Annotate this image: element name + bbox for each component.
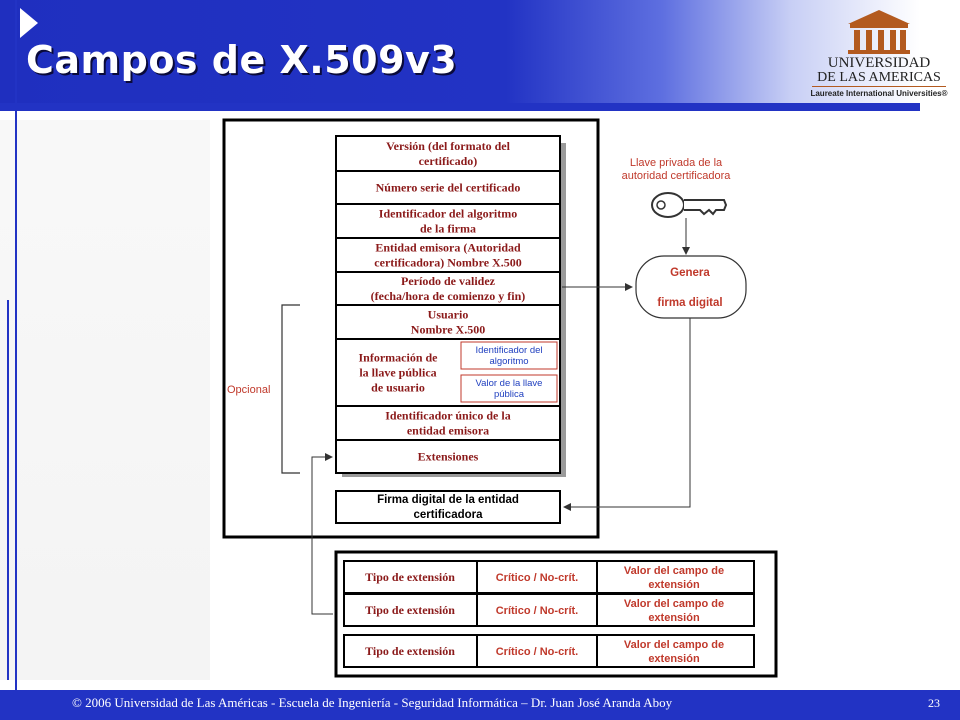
generate-signature-box — [635, 255, 747, 319]
logo-line-2: DE LAS AMERICAS — [817, 70, 941, 85]
signature-line-2: certificadora — [413, 509, 483, 521]
footer-text: © 2006 Universidad de Las Américas - Esc… — [72, 695, 673, 710]
cert-field-text: Versión (del formato del — [386, 139, 511, 153]
extension-row — [343, 634, 755, 668]
extension-criticality: Crítico / No-crít. — [496, 605, 579, 617]
cert-field-text: (fecha/hora de comienzo y fin) — [371, 289, 526, 303]
extension-value: Valor del campo de — [624, 565, 724, 577]
cert-field-box — [335, 439, 561, 474]
cert-field-text: certificado) — [419, 154, 478, 168]
extension-criticality: Crítico / No-crít. — [496, 646, 579, 658]
cert-field-text: Nombre X.500 — [411, 323, 485, 337]
public-key-subfield-text: pública — [494, 389, 525, 400]
signature-box — [335, 490, 561, 524]
generate-line-2: firma digital — [657, 297, 722, 309]
logo-line-3: Laureate International Universities® — [810, 89, 948, 98]
building-icon — [848, 10, 910, 54]
cert-field-box — [335, 405, 561, 441]
cert-field-text: Identificador del algoritmo — [379, 207, 517, 221]
left-vertical-rule — [15, 0, 17, 690]
extension-type: Tipo de extensión — [365, 603, 455, 617]
optional-label: Opcional — [227, 384, 270, 396]
extension-value: extensión — [648, 612, 700, 624]
cert-field-text: la llave pública — [359, 366, 436, 380]
left-vertical-rule-secondary — [7, 300, 9, 680]
cert-field-text: Período de validez — [401, 274, 496, 288]
cert-field-text: Usuario — [428, 308, 469, 322]
university-logo: UNIVERSIDAD DE LAS AMERICAS Laureate Int… — [808, 8, 950, 100]
extension-criticality: Crítico / No-crít. — [496, 572, 579, 584]
footer-bar — [0, 690, 960, 720]
extension-row — [343, 593, 755, 627]
page-number: 23 — [928, 696, 940, 710]
cert-field-text: de la firma — [420, 222, 476, 236]
optional-bracket — [281, 304, 300, 474]
extension-type: Tipo de extensión — [365, 570, 455, 584]
private-key-label-2: autoridad certificadora — [622, 170, 732, 182]
public-key-subfield-box — [460, 341, 558, 370]
private-key-label-1: Llave privada de la — [630, 157, 723, 169]
cert-field-text: Información de — [359, 351, 439, 365]
public-key-subfield-text: algoritmo — [489, 356, 528, 367]
extension-type: Tipo de extensión — [365, 644, 455, 658]
header-band — [0, 0, 920, 103]
extension-row — [343, 560, 755, 594]
header-rule — [0, 103, 920, 111]
public-key-subfield-box — [460, 374, 558, 403]
slide-title: Campos de X.509v3 — [26, 38, 458, 82]
key-icon — [651, 192, 728, 218]
logo-line-1: UNIVERSIDAD — [827, 55, 931, 71]
signature-line-1: Firma digital de la entidad — [377, 494, 519, 506]
cert-field-text: certificadora) Nombre X.500 — [374, 256, 521, 270]
cert-field-text: Entidad emisora (Autoridad — [375, 241, 521, 255]
background-column-decoration — [0, 120, 210, 680]
logo-rule — [812, 86, 946, 87]
extension-value: Valor del campo de — [624, 598, 724, 610]
extension-value: Valor del campo de — [624, 639, 724, 651]
cert-field-text: Número serie del certificado — [376, 181, 521, 195]
cert-field-text: entidad emisora — [407, 424, 489, 438]
public-key-subfield-text: Identificador del — [475, 345, 542, 356]
extension-value: extensión — [648, 653, 700, 665]
cert-field-text: Extensiones — [418, 450, 479, 464]
generate-to-signature-arrow — [563, 318, 691, 511]
generate-line-1: Genera — [670, 267, 710, 279]
cert-field-box — [335, 271, 561, 306]
public-key-subfield-text: Valor de la llave — [476, 378, 543, 389]
play-arrow-icon — [20, 8, 38, 38]
cert-field-box — [335, 237, 561, 273]
cert-field-text: Identificador único de la — [385, 409, 510, 423]
extension-value: extensión — [648, 579, 700, 591]
extensions-link-arrow — [311, 453, 333, 615]
cert-field-box — [335, 203, 561, 239]
cert-field-text: de usuario — [371, 381, 425, 395]
